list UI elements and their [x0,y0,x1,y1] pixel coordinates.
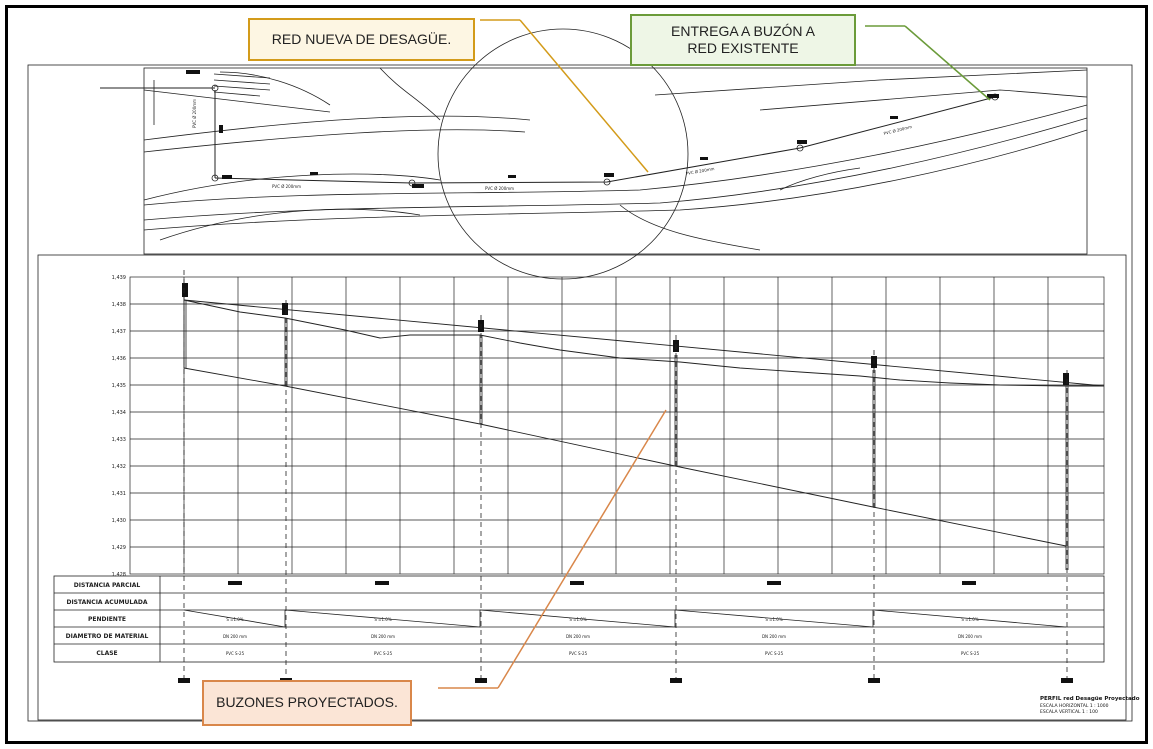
elevation-label: 1,434 [112,410,126,416]
callout-entrega-text: ENTREGA A BUZÓN A RED EXISTENTE [671,22,815,57]
title-block-title: PERFIL red Desagüe Proyectado [1040,696,1140,702]
plan-pipe-label: PVC Ø 200mm [192,99,197,128]
red-nueva-leader [519,19,649,173]
elevation-label: 1,433 [112,437,126,443]
elevation-label: 1,435 [112,383,126,389]
table-cell: S =1.0% [226,617,244,622]
elevation-label: 1,436 [112,356,126,362]
callout-buzones-proyectados: BUZONES PROYECTADOS. [202,680,412,726]
table-distance-marks [228,581,976,585]
drawing-frame [5,5,1148,744]
profile-lines [183,299,1105,547]
table-cell: DN 200 mm [762,634,786,639]
buzones-leader [497,409,667,689]
table-row-label: DISTANCIA PARCIAL [74,582,141,589]
table-cell: S =1.0% [765,617,783,622]
elevation-label: 1,429 [112,545,126,551]
elevation-label: 1,432 [112,464,126,470]
elevation-label: 1,430 [112,518,126,524]
callout-buzones-text: BUZONES PROYECTADOS. [216,694,398,711]
plan-pipe-label: PVC Ø 200mm [883,124,913,136]
elevation-label: 1,431 [112,491,126,497]
table-cell: S =1.0% [374,617,392,622]
elevation-label: 1,428 [112,572,126,578]
table-cell: DN 200 mm [566,634,590,639]
table-cell: PVC S-25 [765,651,784,656]
plan-pipe-label: PVC Ø 200mm [685,166,715,176]
callout-red-nueva-text: RED NUEVA DE DESAGÜE. [271,30,452,47]
title-block-scale-v: ESCALA VERTICAL 1 : 100 [1040,709,1098,715]
table-row-label: CLASE [96,650,117,657]
table-cell: DN 200 mm [223,634,247,639]
title-block: PERFIL red Desagüe Proyectado ESCALA HOR… [1040,696,1139,716]
table-row-label: DISTANCIA ACUMULADA [66,599,147,606]
table-cell: PVC S-25 [226,651,245,656]
elevation-label: 1,438 [112,302,126,308]
table-cell: PVC S-25 [569,651,588,656]
profile-frame [37,254,1127,721]
table-cell: S =1.0% [961,617,979,622]
table-cell: PVC S-25 [961,651,980,656]
table-cell: PVC S-25 [374,651,393,656]
elevation-label: 1,439 [112,275,126,281]
plan-pipe-label: PVC Ø 200mm [485,186,514,191]
plan-pipe-label: PVC Ø 200mm [272,184,301,189]
table-row-label: DIAMETRO DE MATERIAL [66,633,149,640]
table-row-label: PENDIENTE [88,616,126,623]
callout-red-nueva: RED NUEVA DE DESAGÜE. [248,18,475,61]
elevation-label: 1,437 [112,329,126,335]
profile-grid [129,276,1105,575]
table-cell: DN 200 mm [958,634,982,639]
profile-table [53,575,1105,663]
title-block-scale-h: ESCALA HORIZONTAL 1 : 1000 [1040,703,1109,709]
entrega-leader [904,25,991,101]
table-cell: DN 200 mm [371,634,395,639]
table-cell: S =1.0% [569,617,587,622]
callout-entrega-buzon: ENTREGA A BUZÓN A RED EXISTENTE [630,14,856,66]
station-axis-lines [183,270,1068,678]
plan-view [27,28,1133,722]
manholes [183,300,1069,570]
